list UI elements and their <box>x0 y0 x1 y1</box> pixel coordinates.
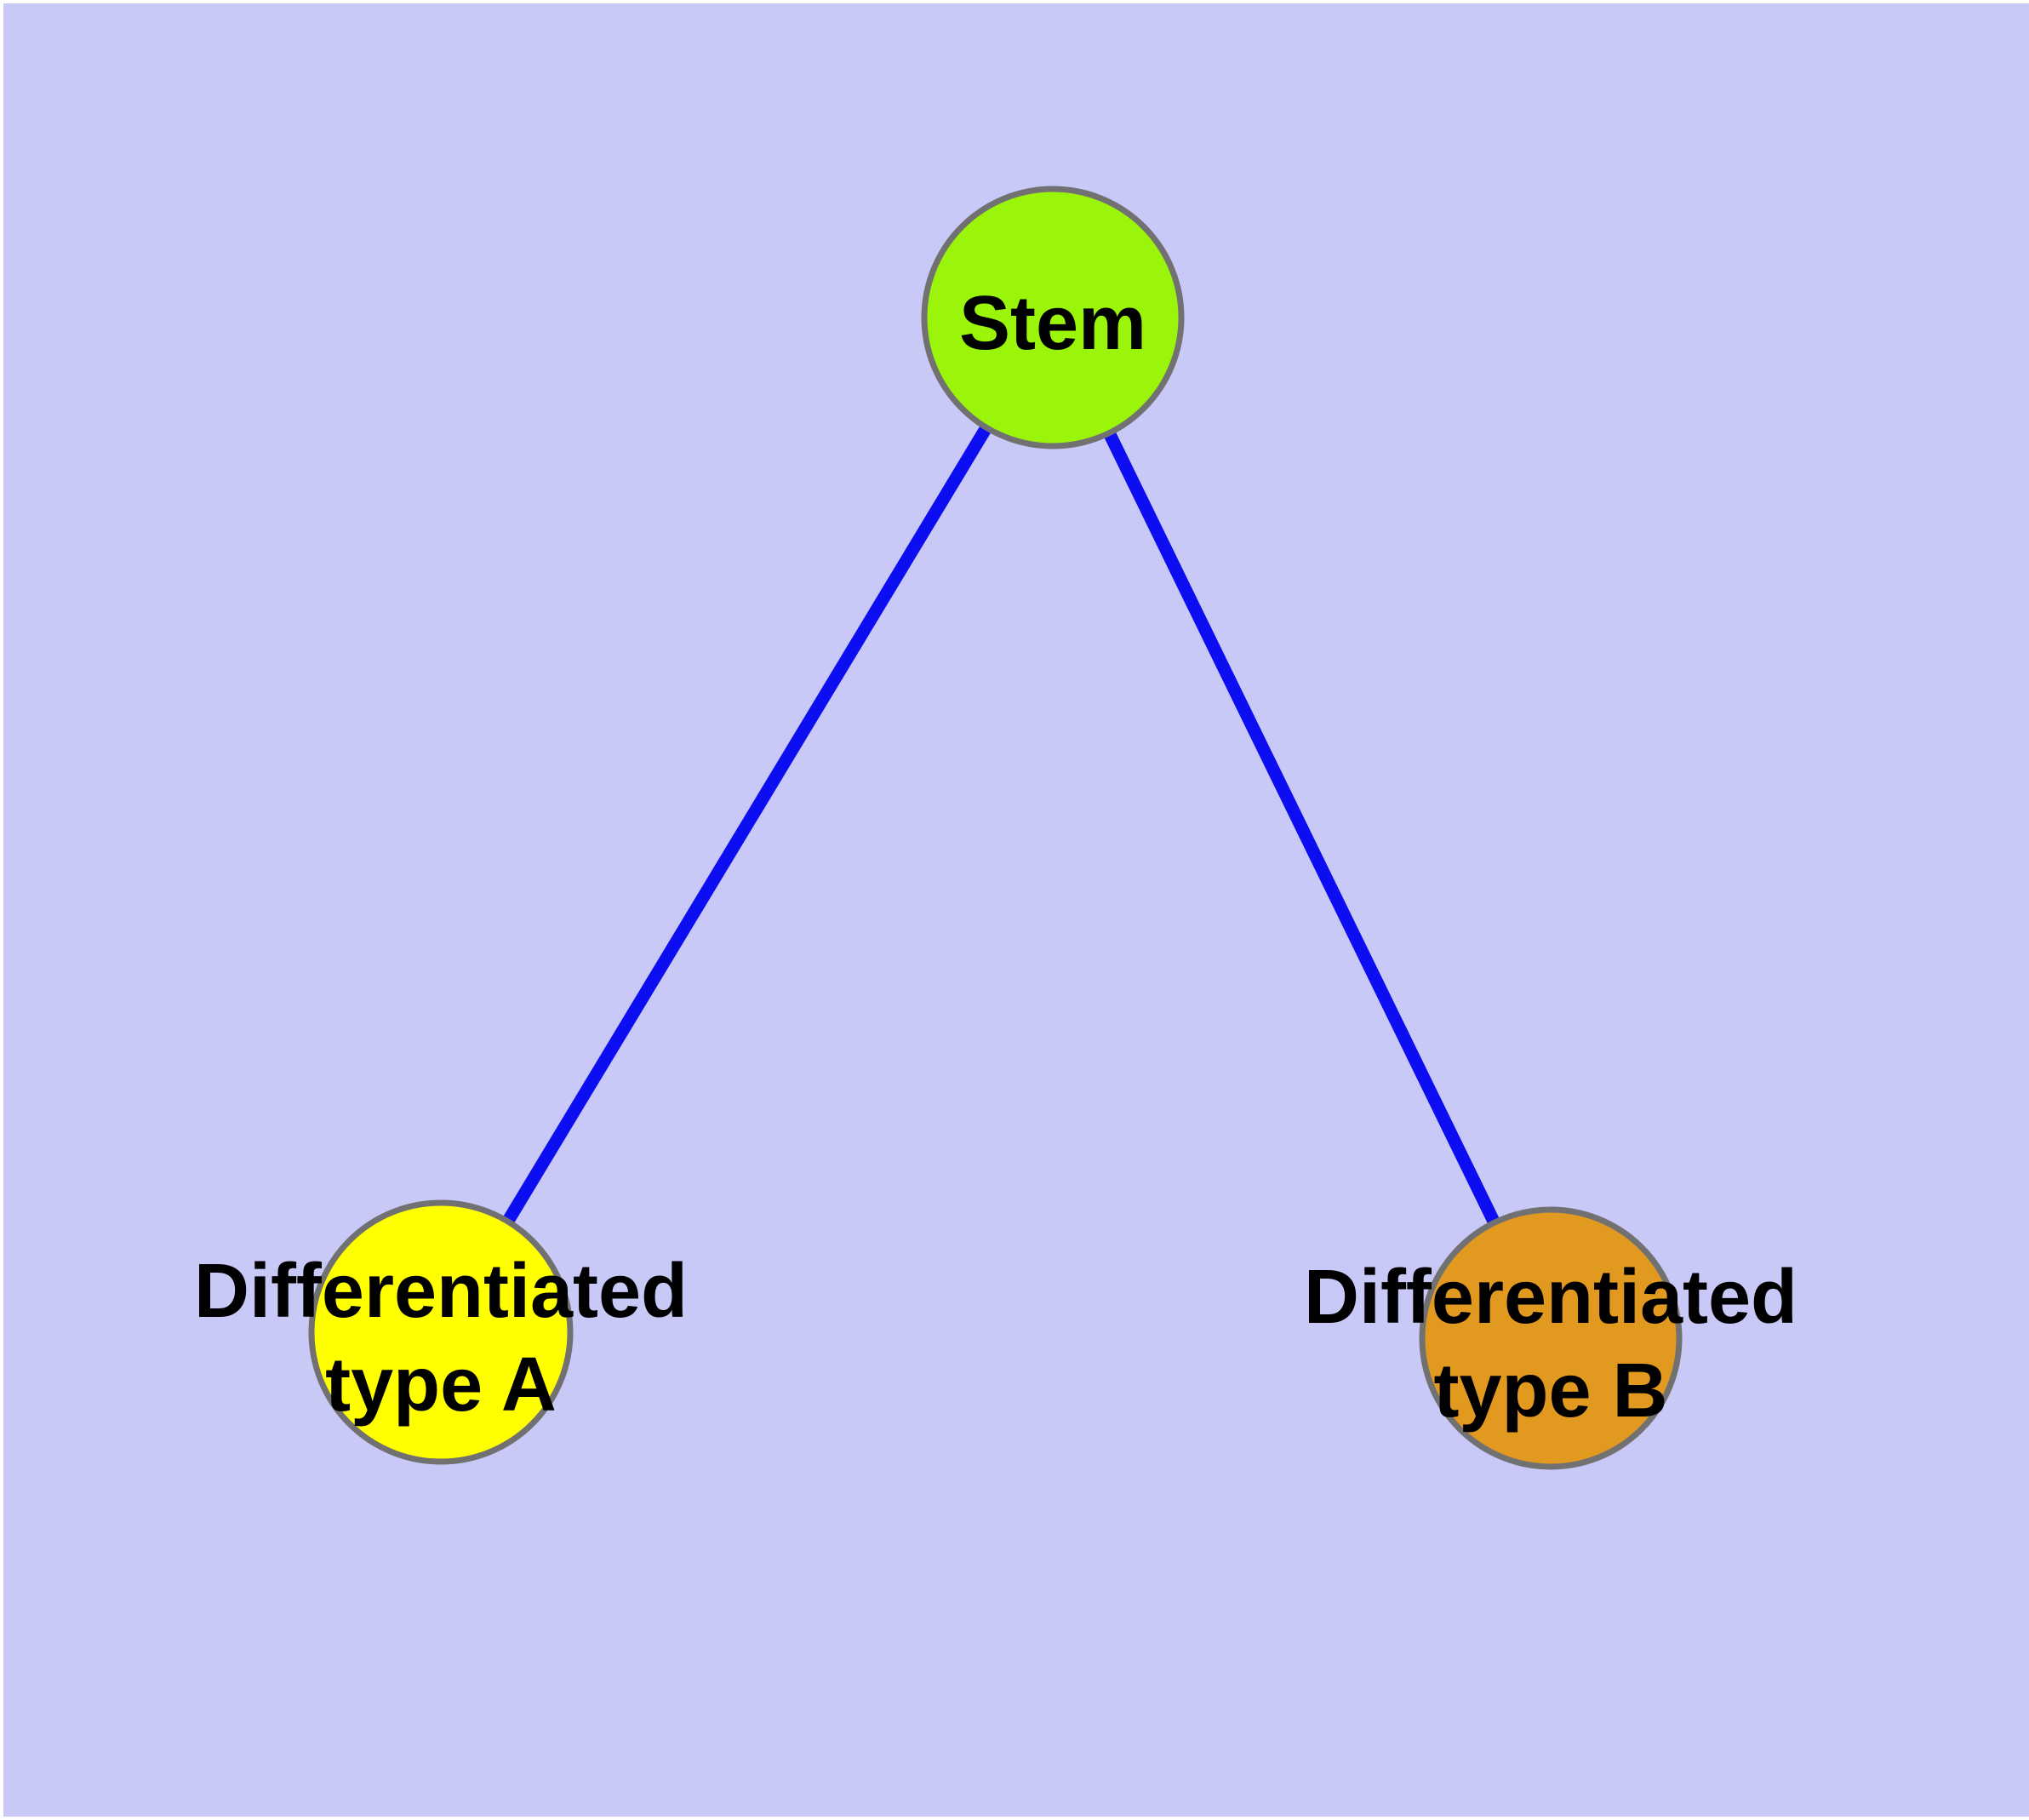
node-differentiated-type-b-label-line: Differentiated <box>1304 1255 1798 1340</box>
edge-stem-to-differentiated-type-a <box>502 424 992 1225</box>
node-stem-label-line: Stem <box>959 281 1146 366</box>
edge-stem-to-differentiated-type-b <box>1103 430 1500 1226</box>
node-stem-circle <box>921 186 1185 449</box>
node-differentiated-type-a-label-line: Differentiated <box>194 1249 688 1334</box>
node-differentiated-type-a-circle <box>308 1199 574 1465</box>
node-stem: Stem <box>921 186 1185 449</box>
node-differentiated-type-b-label-line: type B <box>1433 1348 1667 1434</box>
node-differentiated-type-b-circle <box>1419 1206 1683 1470</box>
node-differentiated-type-a-label-line: type A <box>325 1342 557 1428</box>
